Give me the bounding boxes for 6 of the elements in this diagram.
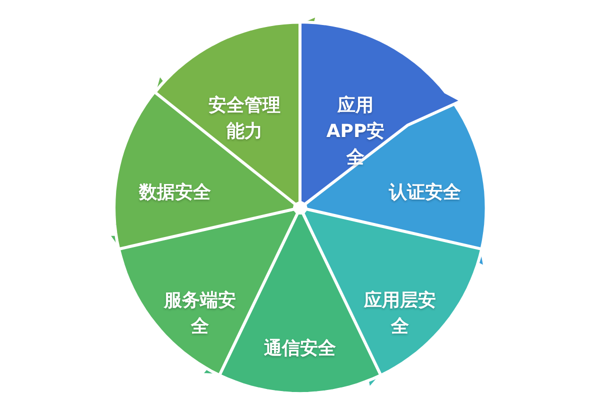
segment-label: 安全管理能力	[207, 94, 282, 144]
segment-label: 服务端安全	[162, 288, 237, 339]
segment-label: 通信安全	[262, 336, 337, 361]
segment-label: 应用层安全	[362, 288, 438, 339]
segment-label: 数据安全	[138, 180, 212, 204]
segment-label: 认证安全	[388, 180, 462, 204]
